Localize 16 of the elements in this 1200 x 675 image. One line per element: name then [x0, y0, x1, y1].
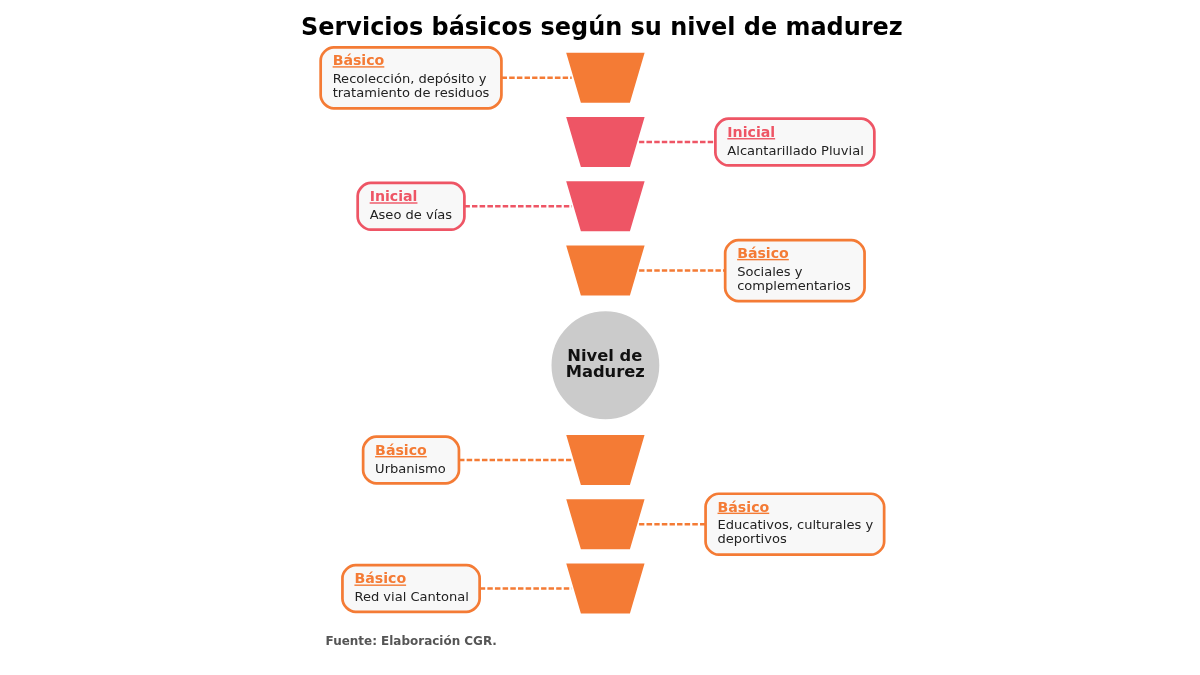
connector — [500, 76, 572, 79]
caption: Fuente: Elaboración CGR. — [325, 633, 497, 648]
node-box: Básico Educativos, culturales y deportivos — [703, 492, 885, 557]
connector — [479, 587, 572, 590]
diagram-title: Servicios básicos según su nivel de madurez — [300, 12, 903, 41]
node-box: Inicial Aseo de vías — [355, 181, 466, 232]
node-box: Básico Red vial Cantonal — [340, 563, 481, 614]
connector — [464, 205, 572, 208]
connector — [638, 269, 725, 272]
node-box: Inicial Alcantarillado Pluvial — [713, 117, 876, 167]
connector — [638, 523, 705, 526]
connector — [458, 458, 572, 462]
node-box: Básico Urbanismo — [361, 435, 460, 485]
node-box: Básico Recolección, depósito y tratamiento de residuos — [318, 45, 503, 110]
node-box: Básico Sociales y complementarios — [723, 238, 866, 303]
connector — [638, 140, 715, 144]
